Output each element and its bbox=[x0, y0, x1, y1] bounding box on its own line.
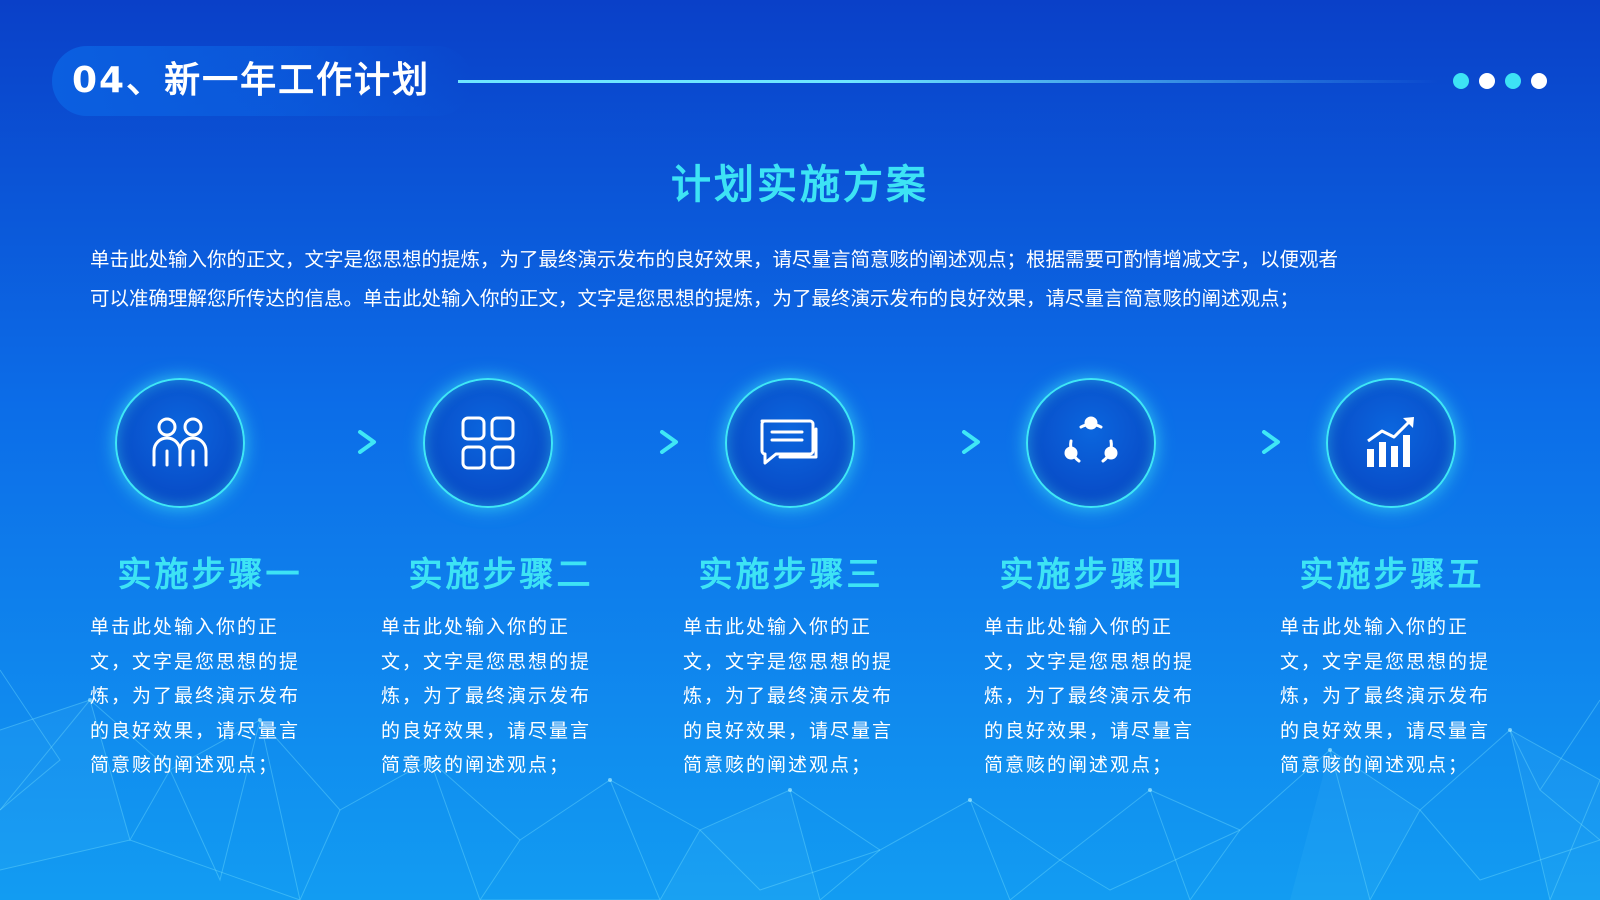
step-4-icon-circle bbox=[1026, 378, 1156, 508]
step-1-icon-circle bbox=[115, 378, 245, 508]
arrow-right-icon bbox=[590, 430, 678, 454]
step-3-title: 实施步骤三 bbox=[698, 555, 884, 595]
cycle-icon bbox=[1064, 416, 1118, 463]
step-5-title: 实施步骤五 bbox=[1299, 555, 1485, 595]
low-poly-background bbox=[0, 669, 1600, 900]
section-title: 04、新一年工作计划 bbox=[72, 60, 431, 101]
arrow-right-icon bbox=[892, 430, 980, 454]
users-icon bbox=[152, 417, 208, 467]
step-2-description: 单击此处输入你的正 文，文字是您思想的提 炼，为了最终演示发布 的良好效果，请尽… bbox=[381, 616, 592, 776]
growth-chart-icon bbox=[1367, 417, 1414, 467]
step-4-description: 单击此处输入你的正 文，文字是您思想的提 炼，为了最终演示发布 的良好效果，请尽… bbox=[984, 616, 1195, 776]
dot-2 bbox=[1479, 73, 1495, 89]
arrow-right-icon bbox=[1192, 430, 1280, 454]
arrow-right-icon bbox=[288, 430, 376, 454]
intro-line-1: 单击此处输入你的正文，文字是您思想的提炼，为了最终演示发布的良好效果，请尽量言简… bbox=[90, 248, 1339, 271]
intro-paragraph: 单击此处输入你的正文，文字是您思想的提炼，为了最终演示发布的良好效果，请尽量言简… bbox=[90, 240, 1520, 318]
dot-3 bbox=[1505, 73, 1521, 89]
step-2-title: 实施步骤二 bbox=[408, 555, 594, 595]
step-3-icon-circle bbox=[725, 378, 855, 508]
grid-icon bbox=[461, 416, 515, 470]
dot-1 bbox=[1453, 73, 1469, 89]
step-4-title: 实施步骤四 bbox=[999, 555, 1185, 595]
step-2-icon-circle bbox=[423, 378, 553, 508]
dot-4 bbox=[1531, 73, 1547, 89]
decorative-dots bbox=[1453, 73, 1547, 89]
section-title-pill bbox=[52, 46, 472, 116]
header-divider-line bbox=[458, 80, 1438, 83]
intro-line-2: 可以准确理解您所传达的信息。单击此处输入你的正文，文字是您思想的提炼，为了最终演… bbox=[90, 287, 1300, 310]
step-5-description: 单击此处输入你的正 文，文字是您思想的提 炼，为了最终演示发布 的良好效果，请尽… bbox=[1280, 616, 1491, 776]
step-1-title: 实施步骤一 bbox=[117, 555, 303, 595]
chat-icon bbox=[760, 419, 818, 465]
step-3-description: 单击此处输入你的正 文，文字是您思想的提 炼，为了最终演示发布 的良好效果，请尽… bbox=[683, 616, 894, 776]
step-1-description: 单击此处输入你的正 文，文字是您思想的提 炼，为了最终演示发布 的良好效果，请尽… bbox=[90, 616, 301, 776]
main-heading: 计划实施方案 bbox=[671, 162, 929, 208]
step-5-icon-circle bbox=[1326, 378, 1456, 508]
